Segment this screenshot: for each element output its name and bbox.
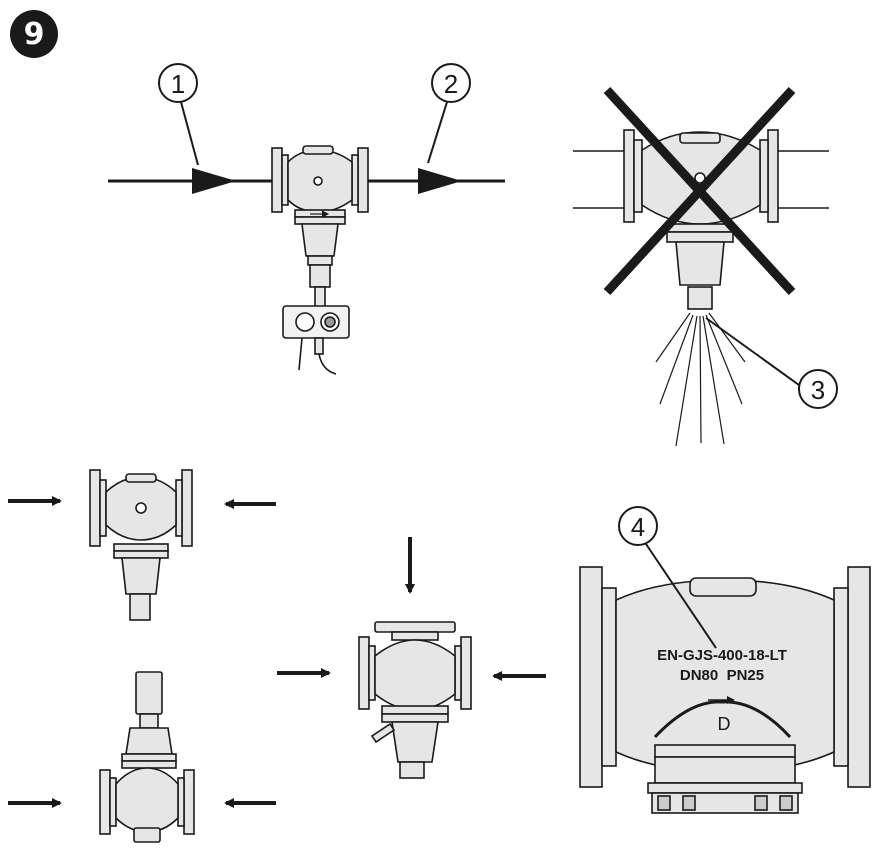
valve-with-controller: [271, 145, 369, 375]
nameplate-logo: D: [718, 714, 731, 734]
callout-4: 4: [618, 506, 717, 649]
nameplate-material-text: EN-GJS-400-18-LT: [657, 647, 787, 664]
panel-multi-direction-force: [277, 537, 546, 779]
nameplate-size-pressure-text: DN80 PN25: [680, 667, 764, 684]
cross-out-mark: [603, 86, 796, 296]
panel-nameplate-closeup: D EN-GJS-400-18-LT DN80 PN25 4: [579, 506, 871, 814]
panel-side-force-valve-upright: [8, 469, 276, 621]
callout-2: 2: [427, 63, 471, 164]
flow-arrow-inlet: [192, 168, 236, 194]
callout-3: 3: [705, 317, 838, 409]
panel-correct-installation: 1 2: [108, 63, 505, 375]
callout-1: 1: [158, 63, 199, 166]
leak-spray: [655, 312, 746, 447]
callout-3-label: 3: [811, 375, 825, 405]
flow-arrow-outlet: [418, 168, 462, 194]
callout-1-label: 1: [171, 69, 185, 99]
callout-4-label: 4: [631, 512, 645, 542]
callout-2-label: 2: [444, 69, 458, 99]
panel-incorrect-orientation: 3: [573, 86, 838, 447]
panel-side-force-valve-inverted: [8, 671, 276, 843]
step-number-badge: 9: [10, 10, 58, 58]
